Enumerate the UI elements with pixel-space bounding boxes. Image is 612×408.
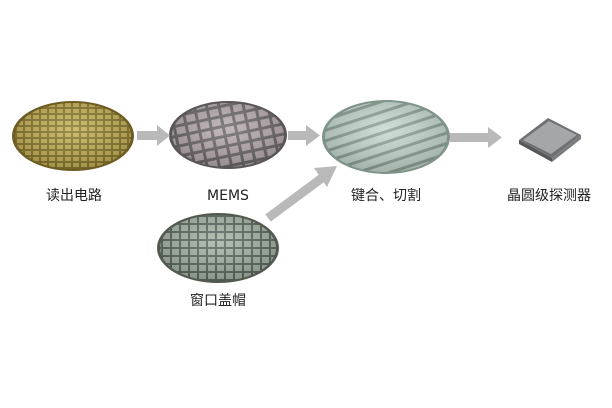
- bonded-wafer-image: [322, 100, 450, 174]
- arrow-readout-to-mems: [137, 125, 170, 146]
- detector-chip-image: [519, 118, 581, 162]
- step-label-detector: 晶圆级探测器: [507, 188, 591, 204]
- cap-wafer-image: [157, 213, 279, 283]
- step-label-bond: 键合、切割: [351, 188, 421, 204]
- step-label-readout: 读出电路: [46, 188, 102, 204]
- step-label-mems: MEMS: [207, 188, 249, 204]
- arrow-cap-to-bond: [265, 166, 337, 222]
- step-label-cap: 窗口盖帽: [190, 293, 246, 309]
- readout-wafer-image: [12, 101, 134, 171]
- mems-wafer-image: [169, 101, 287, 169]
- arrow-bond-to-detector: [450, 127, 502, 148]
- arrow-mems-to-bond: [288, 125, 320, 146]
